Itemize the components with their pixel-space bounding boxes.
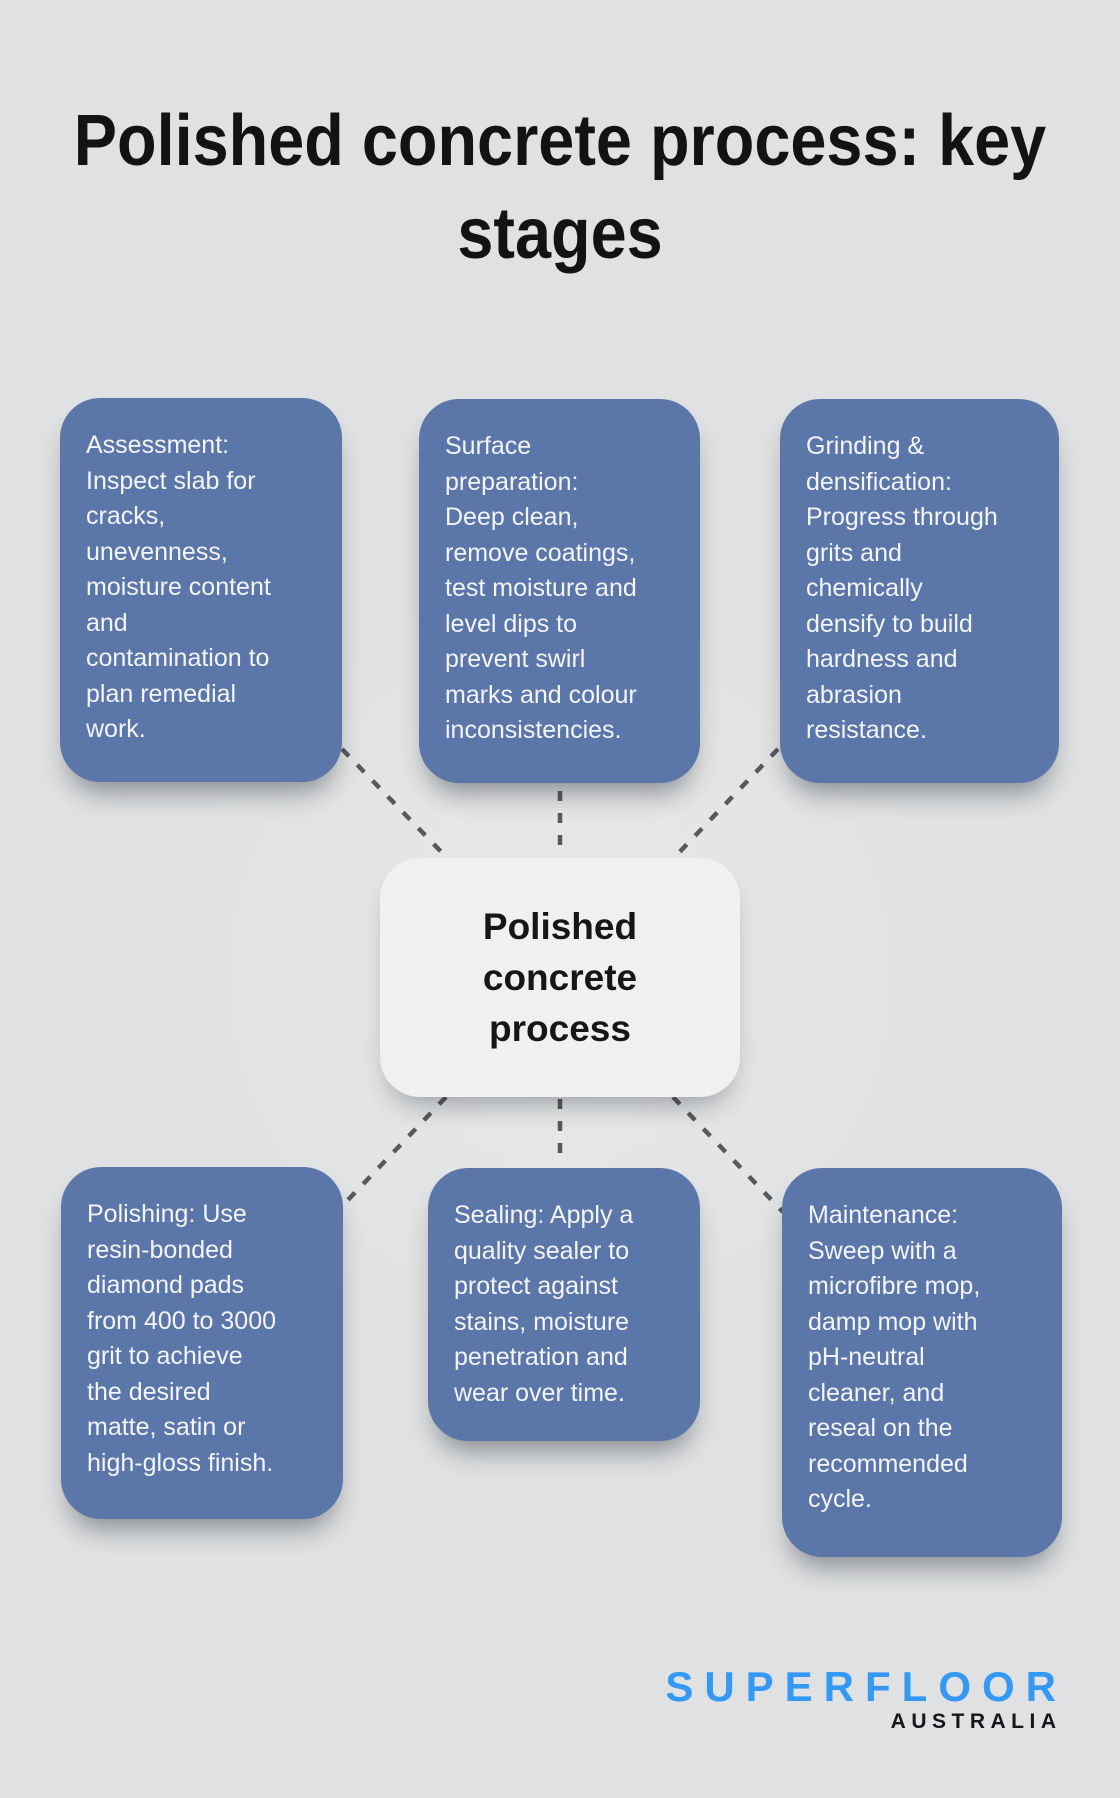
- logo-region-text: AUSTRALIA: [890, 1710, 1062, 1733]
- connector-line-polishing: [345, 1095, 448, 1203]
- center-node: Polished concrete process: [380, 858, 740, 1097]
- center-node-label: Polished concrete process: [482, 906, 638, 1049]
- logo-brand-text: SUPERFLOOR: [665, 1663, 1067, 1710]
- page-title: Polished concrete process: key stages: [73, 101, 1047, 274]
- stage-card-sealing: Sealing: Apply a quality sealer to prote…: [428, 1168, 700, 1441]
- connector-line-grinding: [668, 747, 780, 864]
- stage-card-assessment: Assessment: Inspect slab for cracks, une…: [60, 398, 342, 782]
- stage-card-surface-preparation: Surface preparation: Deep clean, remove …: [419, 399, 700, 783]
- stage-card-maintenance: Maintenance: Sweep with a microfibre mop…: [782, 1168, 1062, 1557]
- stage-card-grinding-densification: Grinding & densification: Progress throu…: [780, 399, 1059, 783]
- connector-line-assessment: [340, 747, 453, 864]
- stage-card-polishing: Polishing: Use resin-bonded diamond pads…: [61, 1167, 343, 1519]
- superfloor-logo: SUPERFLOOR AUSTRALIA: [665, 1666, 1056, 1734]
- connector-line-maintenance: [671, 1095, 785, 1214]
